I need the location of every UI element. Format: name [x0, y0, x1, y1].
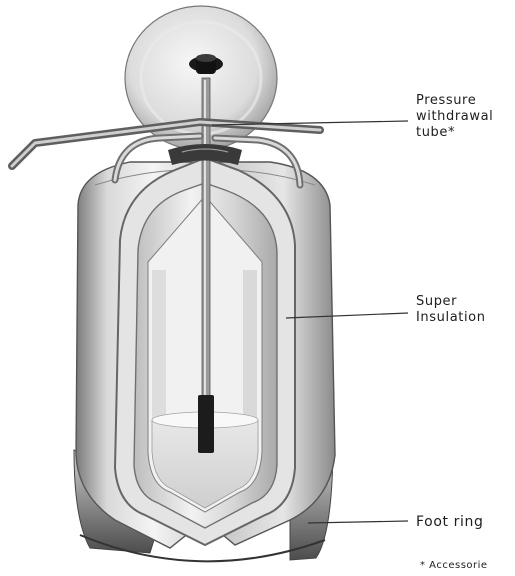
label-foot-ring: Foot ring [416, 514, 483, 530]
label-line: withdrawal [416, 109, 493, 125]
label-super-insulation: Super Insulation [416, 294, 486, 326]
label-line: Pressure [416, 93, 493, 109]
label-line: Insulation [416, 310, 486, 326]
label-pressure-withdrawal-tube: Pressure withdrawal tube* [416, 93, 493, 141]
footnote: * Accessorie [420, 560, 488, 571]
label-line: tube* [416, 125, 493, 141]
label-line: Super [416, 294, 486, 310]
label-line: Foot ring [416, 514, 483, 530]
